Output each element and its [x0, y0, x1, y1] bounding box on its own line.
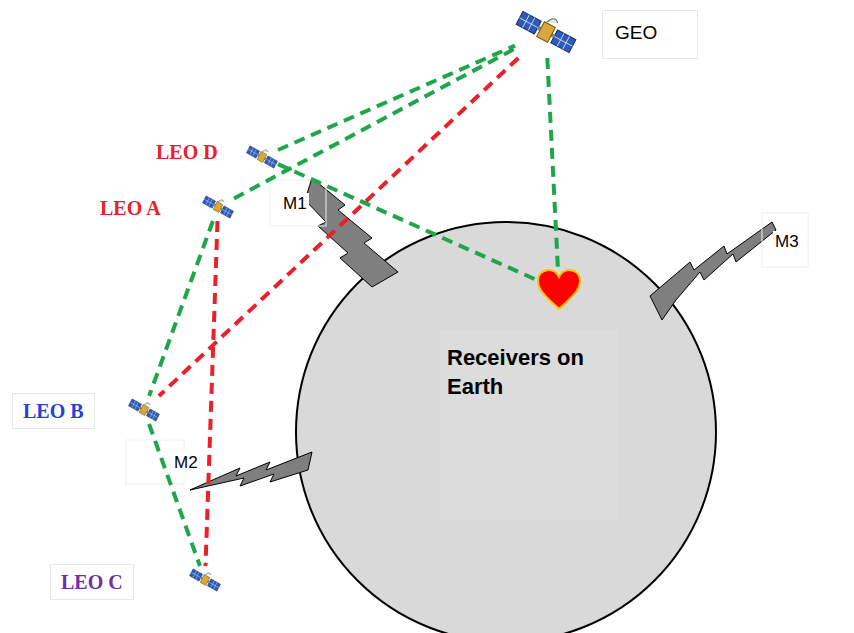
satellite-label: LEO C: [50, 564, 134, 600]
link-line: [278, 46, 515, 150]
satellite-icon: [128, 396, 160, 424]
satellite-icon: [189, 566, 221, 594]
link-line: [547, 58, 558, 268]
satellite-node: LEO B: [128, 396, 160, 424]
satellite-label: LEO B: [12, 393, 95, 429]
interference-label: M3: [773, 231, 801, 253]
receiver-marker: Receivers on Earth: [536, 268, 582, 312]
interference-bolt: [650, 222, 776, 320]
earth-circle: [296, 222, 716, 633]
link-line: [149, 424, 200, 566]
satellite-label: GEO: [602, 10, 698, 59]
satellite-label: LEO A: [92, 192, 169, 224]
satellite-icon: [202, 193, 234, 221]
interference-label: M2: [172, 452, 200, 474]
interference-bolt: [305, 178, 398, 287]
satellite-icon: [246, 143, 278, 171]
label-frame: [270, 180, 326, 226]
satellite-icon: [515, 6, 577, 58]
link-line: [278, 164, 536, 280]
satellite-node: LEO A: [202, 193, 234, 221]
interference-label: M1: [281, 193, 309, 215]
satellite-node: GEO: [515, 6, 577, 58]
earth-panel: [440, 330, 618, 520]
link-line: [149, 221, 213, 396]
link-line: [234, 49, 515, 199]
satellite-node: LEO D: [246, 143, 278, 171]
satellite-label: LEO D: [148, 136, 226, 168]
link-line: [205, 221, 217, 566]
label-frame: [762, 213, 808, 267]
receiver-label: Receivers on Earth: [447, 344, 597, 401]
satellite-node: LEO C: [189, 566, 221, 594]
receiver-heart: [536, 268, 582, 312]
